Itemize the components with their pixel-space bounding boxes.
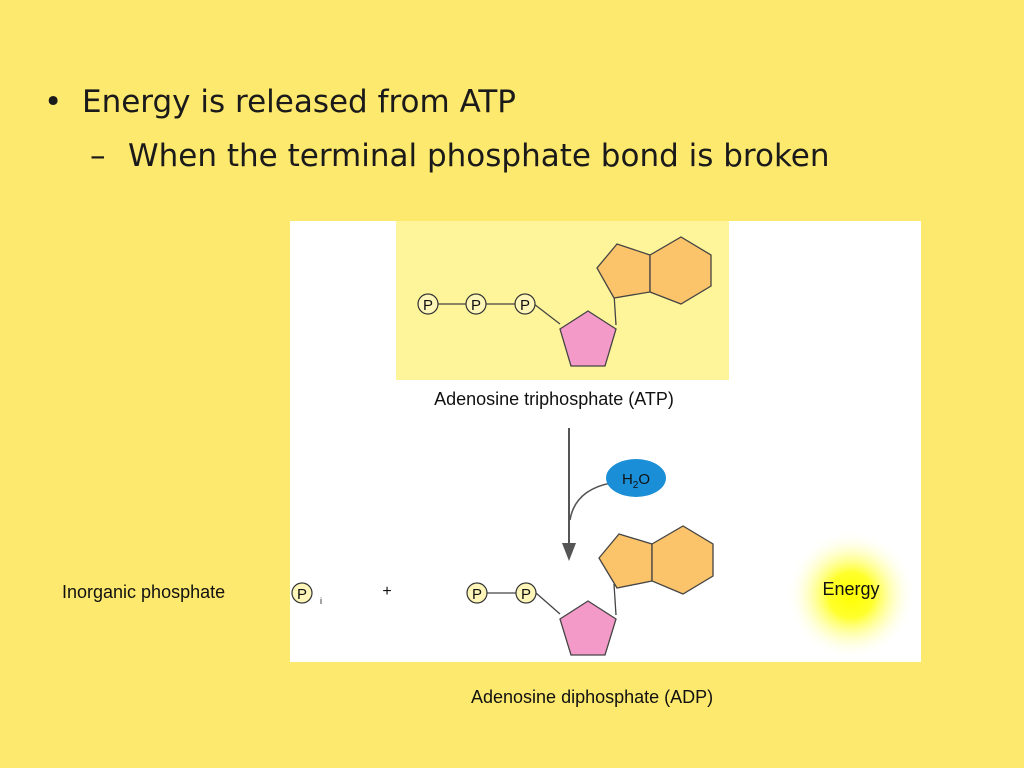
phosphate-group-3	[514, 293, 536, 315]
ribose-sugar	[559, 310, 617, 367]
phosphate-label: P	[472, 586, 482, 603]
phosphate-group-1	[466, 582, 488, 604]
bullet-2-marker: –	[90, 138, 106, 174]
adp-label: Adenosine diphosphate (ADP)	[471, 687, 714, 707]
adenine-six-ring	[649, 236, 712, 305]
adenine-six-ring	[651, 525, 714, 595]
ribose-adenine-bond	[613, 293, 617, 326]
phosphate-subscript: i	[320, 596, 322, 606]
bullet-1-text: Energy is released from ATP	[82, 84, 516, 120]
atp-label: Adenosine triphosphate (ATP)	[434, 389, 674, 409]
bullet-1: • Energy is released from ATP	[44, 84, 516, 120]
phosphate-label: P	[471, 297, 481, 314]
water-curve	[569, 482, 612, 521]
energy-glow	[787, 531, 915, 659]
phosphate-label: P	[297, 586, 307, 603]
water-bubble	[606, 459, 666, 497]
plus-sign: +	[382, 583, 391, 600]
reaction-arrow	[562, 428, 612, 561]
arrow-head	[562, 543, 576, 561]
atp-molecule: P P P	[417, 236, 712, 367]
inorganic-phosphate: P i	[291, 582, 322, 606]
phosphate-group-1	[417, 293, 439, 315]
adp-molecule: P P	[466, 525, 714, 656]
bullet-2-text: When the terminal phosphate bond is brok…	[128, 138, 830, 174]
water-molecule: H2O	[606, 459, 666, 497]
phosphate-label: P	[423, 297, 433, 314]
ribose-adenine-bond	[613, 583, 617, 616]
bullet-2: –When the terminal phosphate bond is bro…	[90, 138, 830, 174]
phosphate-group-2	[465, 293, 487, 315]
bullet-1-marker: •	[44, 84, 63, 120]
water-formula: H2O	[622, 471, 650, 491]
phosphate-group-2	[515, 582, 537, 604]
phosphate-label: P	[521, 586, 531, 603]
inorganic-phosphate-label: Inorganic phosphate	[62, 582, 226, 602]
ribose-sugar	[559, 600, 617, 656]
energy-label: Energy	[822, 579, 879, 599]
inorganic-phosphate-circle	[291, 582, 313, 604]
phosphate-ribose-bond	[533, 303, 561, 325]
phosphate-label: P	[520, 297, 530, 314]
phosphate-ribose-bond	[535, 592, 561, 615]
